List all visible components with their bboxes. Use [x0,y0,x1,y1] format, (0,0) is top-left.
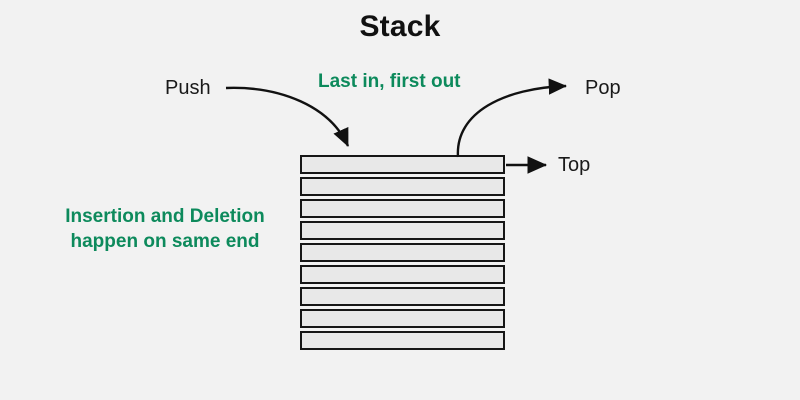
stack-bar [300,243,505,262]
stack-bar [300,199,505,218]
stack-bar [300,287,505,306]
stack-bar [300,221,505,240]
insertion-deletion-note: Insertion and Deletion happen on same en… [40,205,290,254]
stack-bar [300,265,505,284]
push-label: Push [165,77,211,99]
push-arrow [225,86,350,147]
note-line-2: happen on same end [70,230,260,252]
stack-bar [300,331,505,350]
stack-bar [300,177,505,196]
page-title: Stack [359,10,441,43]
pop-label: Pop [585,77,621,99]
stack-bar [300,155,505,174]
lifo-label: Last in, first out [318,71,461,92]
stack-bar [300,309,505,328]
note-line-1: Insertion and Deletion [65,206,265,227]
pop-arrow [456,78,567,158]
top-label: Top [558,154,591,176]
stack-container [300,155,505,353]
